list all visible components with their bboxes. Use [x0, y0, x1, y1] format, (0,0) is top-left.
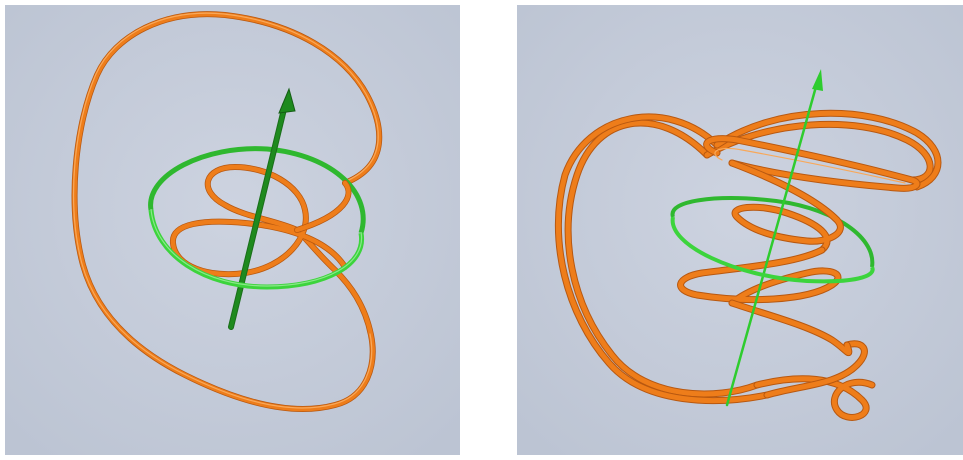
left-background: [5, 5, 460, 455]
left-scene-svg: [5, 5, 460, 455]
right-scene-panel: [517, 5, 963, 455]
right-scene-svg: [517, 5, 963, 455]
left-scene-panel: [5, 5, 460, 455]
